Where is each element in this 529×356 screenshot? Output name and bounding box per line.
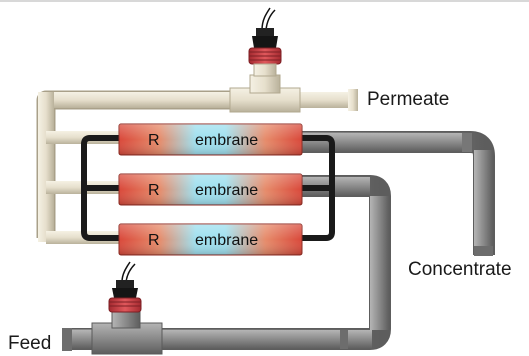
membrane-1-label: embrane — [195, 132, 258, 149]
concentrate-label: Concentrate — [408, 259, 512, 280]
membrane-2: R embrane — [118, 173, 303, 206]
membrane-3-label: embrane — [195, 232, 258, 249]
membrane-3: R embrane — [118, 223, 303, 256]
permeate-sensor-icon — [248, 7, 282, 77]
concentrate-piping — [300, 131, 495, 256]
feed-label: Feed — [8, 333, 51, 354]
membrane-2-label: embrane — [195, 182, 258, 199]
feed-sensor-icon — [108, 261, 142, 313]
permeate-label: Permeate — [367, 89, 449, 110]
membrane-1: R embrane — [118, 123, 303, 156]
membrane-2-prefix: R — [148, 182, 160, 199]
membrane-1-prefix: R — [148, 132, 160, 149]
membrane-3-prefix: R — [148, 232, 160, 249]
manifold — [81, 135, 335, 241]
